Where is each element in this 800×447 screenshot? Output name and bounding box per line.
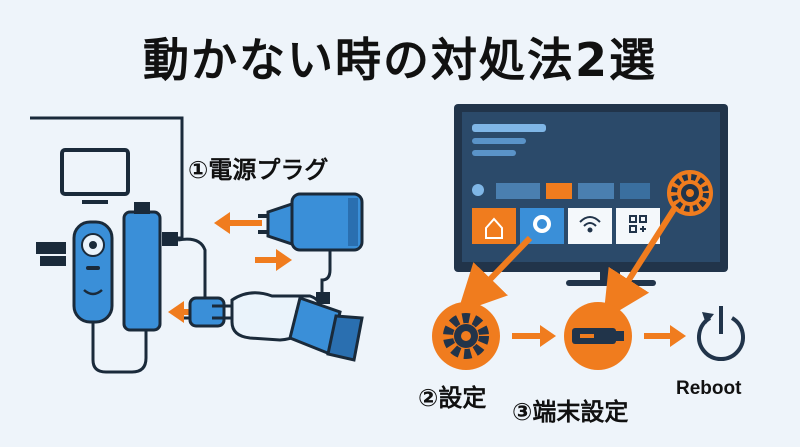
tv-icon — [60, 148, 130, 204]
gear-icon — [667, 170, 713, 216]
arrow-icon — [512, 325, 556, 347]
hand-icon — [188, 291, 364, 362]
usb-cable — [91, 322, 148, 374]
step-reboot-label: Reboot — [676, 378, 742, 399]
gear-icon — [432, 302, 500, 370]
arrow-icon — [457, 235, 533, 314]
fire-stick-icon — [564, 302, 632, 370]
wifi-tile — [568, 208, 612, 244]
fire-stick-icon — [122, 202, 178, 332]
wifi-icon — [579, 216, 601, 233]
power-adapter-icon — [258, 192, 364, 304]
arrow-icon — [603, 204, 679, 321]
reboot-icon — [697, 306, 745, 362]
home-icon — [485, 217, 503, 239]
step-settings-label: ②設定 — [418, 384, 487, 412]
remote-icon — [72, 220, 114, 324]
step-device-settings-label: ③端末設定 — [512, 398, 629, 426]
apps-icon — [629, 215, 647, 233]
step-power-plug-label: ①電源プラグ — [188, 156, 329, 184]
arrow-icon — [644, 325, 686, 347]
arrow-icon — [214, 212, 262, 234]
arrow-icon — [255, 249, 292, 271]
page-title: 動かない時の対処法2選 — [142, 33, 657, 87]
plug-stub-icon — [36, 242, 66, 266]
